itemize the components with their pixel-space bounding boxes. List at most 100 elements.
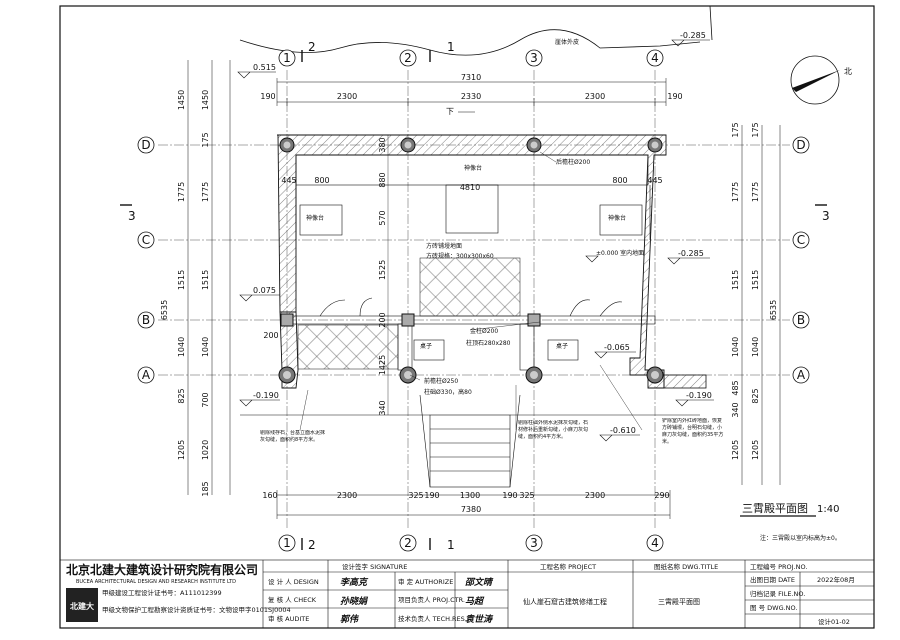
top-dimension-lines [276, 78, 667, 106]
dim-mid-3: 570 [378, 210, 387, 225]
dim-right-outer-2: 1775 [751, 182, 760, 202]
dim-right-outer-6: 1205 [751, 440, 760, 460]
tb-design-signature: 李高克 [340, 577, 369, 588]
dim-top-seg-1: 190 [260, 92, 275, 101]
dim-left-inner-8: 185 [201, 481, 210, 496]
section-bottom-1: 1 [447, 538, 455, 552]
label-shrine-top: 神像台 [464, 164, 482, 172]
axis-left-a: A [142, 368, 151, 382]
left-dimension-lines [187, 60, 231, 495]
dim-top-total: 7310 [461, 73, 481, 82]
label-paving-1: 方砖铺墁地面 [426, 242, 462, 250]
axis-top-1: 1 [283, 51, 291, 65]
axis-right-c: C [797, 233, 805, 247]
label-col-base: 柱顶石280x280 [466, 339, 511, 347]
column-back-1 [279, 137, 295, 153]
shrine-platform [295, 154, 651, 240]
dim-right-inner-5: 485 [731, 380, 740, 395]
column-back-4 [647, 137, 663, 153]
dim-shrine-1: 445 [281, 176, 296, 185]
right-dimension-lines [741, 125, 781, 485]
axis-bottom-2: 2 [404, 536, 412, 550]
tb-dwgno-value: 设计01-02 [818, 617, 850, 626]
tb-projctr-signature: 马超 [465, 596, 485, 607]
dim-mid-2: 880 [378, 172, 387, 187]
axis-bottom-1: 1 [283, 536, 291, 550]
tb-date-value: 2022年08月 [817, 575, 855, 584]
dim-top-seg-4: 2300 [585, 92, 605, 101]
bottom-dimension-lines [276, 490, 671, 519]
dim-left-inner-5: 1040 [201, 337, 210, 357]
axis-left-d: D [141, 138, 150, 152]
dim-bottom-seg-1: 160 [262, 491, 277, 500]
section-top-2: 2 [308, 40, 316, 54]
note-right-box: 铲除室内外红砖地面，恢复方砖铺墁，台明石勾缝，小麻刀灰勾缝，面积约35平方米。 [662, 418, 723, 445]
drawing-title: 三霄殿平面图 [742, 502, 808, 515]
level-center-a: -0.065 [604, 343, 630, 352]
level-floor: ±0.000 室内地面 [596, 249, 644, 257]
north-arrow: 北 [790, 55, 852, 105]
dim-left-inner-1: 1450 [201, 90, 210, 110]
dim-small-200: 200 [263, 331, 278, 340]
dim-bottom-seg-3: 325 [408, 491, 423, 500]
note-bottom: 注：三霄殿以室内标高为±0。 [760, 534, 841, 542]
tb-techres-signature: 袁世涛 [465, 614, 494, 625]
tb-fileno-label: 归档记录 FILE.NO. [750, 589, 805, 598]
level-ne: -0.285 [680, 31, 706, 40]
note-mid-box: 剔除柱础外侧水泥抹灰勾缝，石材修补后重新勾缝，小麻刀灰勾缝，面积约4平方米。 [518, 420, 588, 440]
label-mountain: 崖体外皮 [555, 38, 579, 46]
tb-authorize-signature: 邵文晴 [465, 577, 494, 588]
dim-left-inner-7: 1020 [201, 440, 210, 460]
note-mid: 剔除柱础外侧水泥抹灰勾缝，石材修补后重新勾缝，小麻刀灰勾缝，面积约4平方米。 [518, 420, 588, 440]
company-name-en: BUCEA ARCHITECTURAL DESIGN AND RESEARCH … [76, 579, 236, 585]
dim-shrine-3: 4810 [460, 183, 480, 192]
axis-right-a: A [797, 368, 806, 382]
dim-mid-7: 340 [378, 400, 387, 415]
tb-date-label: 出图日期 DATE [750, 575, 795, 584]
dim-left-inner-3: 1775 [201, 182, 210, 202]
tb-techres-label: 技术负责人 TECH.RES. [398, 614, 467, 623]
tb-project: 仙人崖石窟古建筑修缮工程 [523, 597, 607, 606]
tb-check-signature: 孙晓娟 [340, 596, 369, 607]
label-paving-2: 方砖规格：300x300x60 [426, 252, 494, 260]
tb-audit-signature: 郭伟 [340, 614, 360, 625]
dim-left-outer-5: 825 [177, 388, 186, 403]
tb-audit-label: 审 核 AUDITE [268, 614, 309, 623]
label-seat-left: 桌子 [420, 342, 432, 350]
column-eave-1 [278, 366, 296, 384]
axis-top-3: 3 [530, 51, 538, 65]
dim-mid-5: 200 [378, 312, 387, 327]
level-markers [237, 39, 714, 442]
dim-shrine-5: 445 [647, 176, 662, 185]
dim-mid-6: 1425 [378, 355, 387, 375]
dim-left-outer-2: 1775 [177, 182, 186, 202]
tb-dwgtitle-header: 图纸名称 DWG.TITLE [654, 562, 718, 571]
axis-bottom-3: 3 [530, 536, 538, 550]
tb-dwgtitle: 三霄殿平面图 [658, 598, 700, 606]
label-eave-base: 柱础Ø330，高80 [424, 388, 472, 396]
dim-bottom-seg-6: 190 [502, 491, 517, 500]
axis-right-b: B [797, 313, 805, 327]
section-right-3: 3 [822, 209, 830, 223]
dim-right-inner-6: 340 [731, 402, 740, 417]
column-eave-4 [646, 366, 664, 384]
level-sw: -0.190 [253, 391, 279, 400]
tb-dwgno-label: 图 号 DWG.NO. [750, 604, 797, 612]
dim-bottom-seg-2: 2300 [337, 491, 357, 500]
dim-top-seg-2: 2300 [337, 92, 357, 101]
company-logo: 北建大 [66, 588, 98, 622]
label-seat-right: 桌子 [556, 342, 568, 350]
dim-left-inner-2: 175 [201, 132, 210, 147]
label-down: 下 [446, 107, 454, 116]
column-eave-3 [525, 366, 543, 384]
drawing-scale: 1:40 [817, 504, 839, 515]
paving-areas [297, 257, 521, 370]
columns [278, 137, 664, 384]
tb-authorize-label: 审 定 AUTHORIZE [398, 577, 453, 586]
dim-right-inner-7: 1205 [731, 440, 740, 460]
tb-sig-header: 设计签字 SIGNATURE [342, 562, 407, 571]
front-steps [240, 394, 700, 488]
dim-bottom-seg-7: 325 [519, 491, 534, 500]
dim-left-outer-3: 1515 [177, 270, 186, 290]
